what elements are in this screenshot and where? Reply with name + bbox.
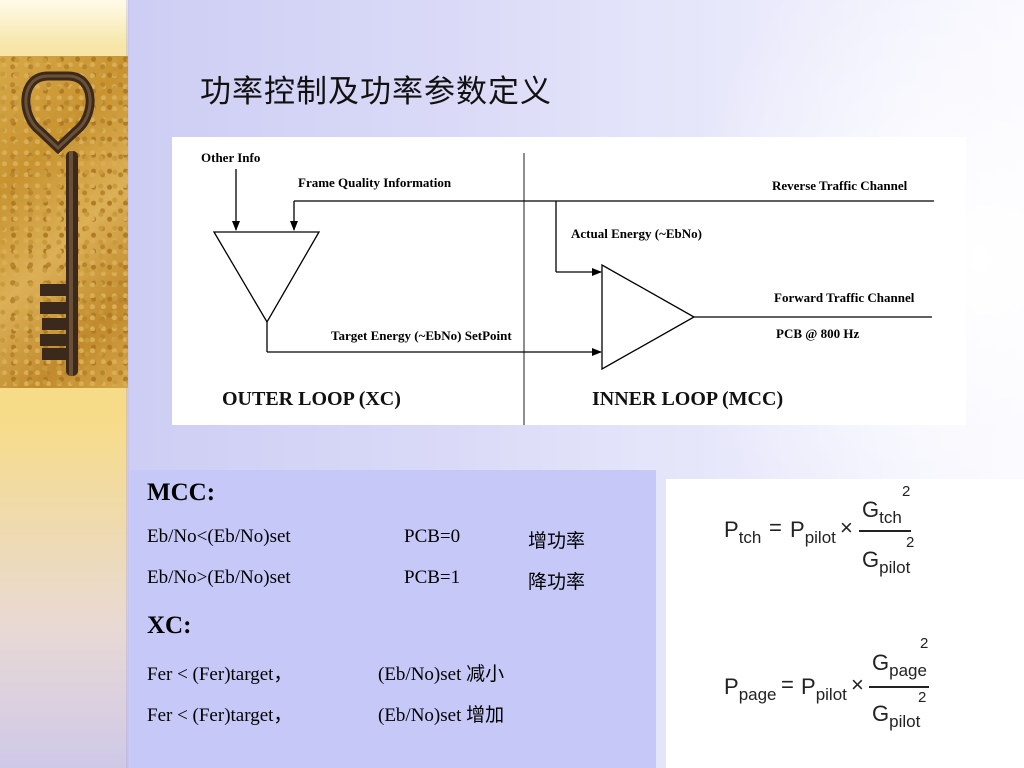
mcc-row-2-action: 降功率 [528,572,586,593]
frame-quality-label: Frame Quality Information [298,175,452,190]
mcc-heading: MCC: [147,479,216,506]
f1-denominator-exponent: 2 [906,534,915,551]
f1-lhs: Ptch [724,517,762,547]
inner-loop-triangle [601,263,696,371]
key-icon [21,71,95,376]
f2-equals: = [781,672,794,697]
f2-lhs: Ppage [724,674,777,704]
strip-shadow [126,0,130,768]
f1-numerator-exponent: 2 [902,483,911,500]
actual-energy-label: Actual Energy (~EbNo) [571,226,702,241]
f1-denominator: Gpilot [862,547,911,577]
inner-loop-label: INNER LOOP (MCC) [592,388,784,410]
f2-fraction-bar [869,686,929,688]
outer-loop-triangle [212,231,321,324]
f2-times: × [851,672,864,697]
f1-numerator: Gtch [862,497,902,527]
mcc-row-1-pcb: PCB=0 [404,526,461,547]
f1-equals: = [769,515,782,540]
target-energy-label: Target Energy (~EbNo) SetPoint [331,328,512,343]
formula-panel: Ptch = Ppilot × Gtch 2 Gpilot 2 Ppage = … [666,479,1024,768]
xc-row-2-condition: Fer < (Fer)target， [147,705,293,726]
xc-row-1-action: (Eb/No)set 减小 [378,664,505,685]
mcc-row-2-condition: Eb/No>(Eb/No)set [147,567,291,588]
mcc-row-2-pcb: PCB=1 [404,567,461,588]
xc-row-2-action: (Eb/No)set 增加 [378,705,505,726]
xc-row-1-condition: Fer < (Fer)target， [147,664,293,685]
xc-heading: XC: [147,612,192,639]
forward-channel-label: Forward Traffic Channel [774,290,915,305]
key-photo [0,56,128,388]
f1-fraction-bar [859,530,911,532]
mcc-row-1-condition: Eb/No<(Eb/No)set [147,526,291,547]
f2-numerator-exponent: 2 [920,635,929,652]
power-control-diagram: Other Info Frame Quality Information Rev… [172,137,966,425]
formula-paging-power: Ppage = Ppilot × Gpage 2 Gpilot 2 [666,629,1024,768]
reverse-channel-label: Reverse Traffic Channel [772,178,908,193]
f2-numerator: Gpage [872,650,927,680]
f2-pilot-power: Ppilot [801,674,847,704]
f2-denominator-exponent: 2 [918,689,927,706]
rules-panel: MCC: Eb/No<(Eb/No)set PCB=0 增功率 Eb/No>(E… [130,470,656,768]
diagram-lines [212,153,934,425]
mcc-row-1-action: 增功率 [528,531,586,552]
f2-denominator: Gpilot [872,701,921,731]
f1-times: × [840,515,853,540]
pcb-rate-label: PCB @ 800 Hz [776,326,860,341]
f1-pilot-power: Ppilot [790,517,836,547]
outer-loop-label: OUTER LOOP (XC) [222,388,401,410]
slide-title: 功率控制及功率参数定义 [200,74,552,110]
other-info-label: Other Info [201,150,261,165]
formula-traffic-power: Ptch = Ppilot × Gtch 2 Gpilot 2 [666,479,1024,619]
